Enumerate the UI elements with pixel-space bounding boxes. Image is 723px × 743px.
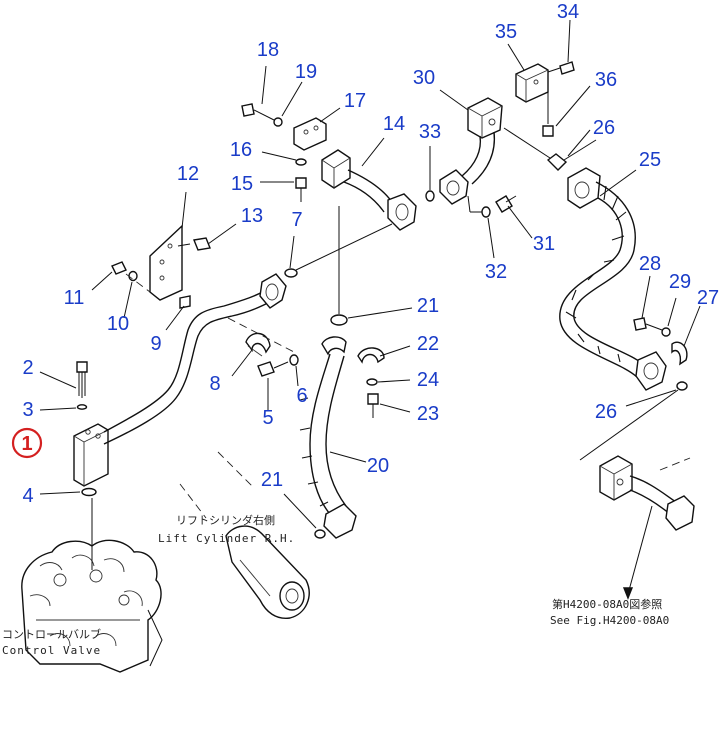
callout-17: 17 [344, 90, 366, 112]
callout-14: 14 [383, 113, 405, 135]
illustration [21, 61, 695, 673]
note-lift-cylinder-jp: リフトシリンダ右側 [176, 513, 275, 527]
callout-20: 20 [367, 455, 389, 477]
block-part-1 [73, 423, 109, 487]
callout-28: 28 [639, 253, 661, 275]
callout-12: 12 [177, 163, 199, 185]
callout-2: 2 [22, 357, 33, 379]
callout-29: 29 [669, 271, 691, 293]
callout-25: 25 [639, 149, 661, 171]
callout-27: 27 [697, 287, 719, 309]
notes: リフトシリンダ右側 Lift Cylinder R.H. コントロールバルブ C… [2, 513, 669, 657]
callout-18: 18 [257, 39, 279, 61]
callout-31: 31 [533, 233, 555, 255]
tube-see-fig [599, 455, 695, 531]
callout-6: 6 [296, 385, 307, 407]
callout-21-lower: 21 [261, 469, 283, 491]
callout-36: 36 [595, 69, 617, 91]
callout-19: 19 [295, 61, 317, 83]
control-valve-drawing [21, 539, 163, 673]
highlight-circle [11, 427, 43, 459]
hose-part-25 [559, 167, 667, 391]
callouts: 1 2 3 4 5 6 7 8 9 10 11 12 13 14 15 16 1… [21, 1, 719, 507]
tube-part-20 [299, 336, 357, 539]
lift-cylinder-drawing [225, 525, 310, 619]
callout-34: 34 [557, 1, 579, 23]
callout-11: 11 [64, 287, 85, 309]
callout-1: 1 [21, 433, 32, 455]
note-see-fig-en: See Fig.H4200-08A0 [550, 614, 669, 627]
callout-24: 24 [417, 369, 439, 391]
callout-21-upper: 21 [417, 295, 439, 317]
callout-13: 13 [241, 205, 263, 227]
tube-part-30 [439, 97, 503, 213]
callout-30: 30 [413, 67, 435, 89]
callout-35: 35 [495, 21, 517, 43]
callout-8: 8 [209, 373, 220, 395]
note-control-valve-en: Control Valve [2, 644, 101, 657]
callout-9: 9 [150, 333, 161, 355]
callout-26-lower: 26 [595, 401, 617, 423]
tube-part-14 [321, 149, 417, 231]
callout-33: 33 [419, 121, 441, 143]
callout-23: 23 [417, 403, 439, 425]
callout-5: 5 [262, 407, 273, 429]
note-see-fig-jp: 第H4200-08A0図参照 [552, 597, 662, 611]
callout-7: 7 [291, 209, 302, 231]
note-control-valve-jp: コントロールバルブ [2, 627, 101, 641]
callout-16: 16 [230, 139, 252, 161]
leader-lines [39, 19, 701, 529]
callout-4: 4 [22, 485, 33, 507]
callout-10: 10 [107, 313, 129, 335]
callout-32: 32 [485, 261, 507, 283]
callout-15: 15 [231, 173, 253, 195]
callout-3: 3 [22, 399, 33, 421]
callout-26-upper: 26 [593, 117, 615, 139]
callout-22: 22 [417, 333, 439, 355]
note-lift-cylinder-en: Lift Cylinder R.H. [158, 532, 295, 545]
